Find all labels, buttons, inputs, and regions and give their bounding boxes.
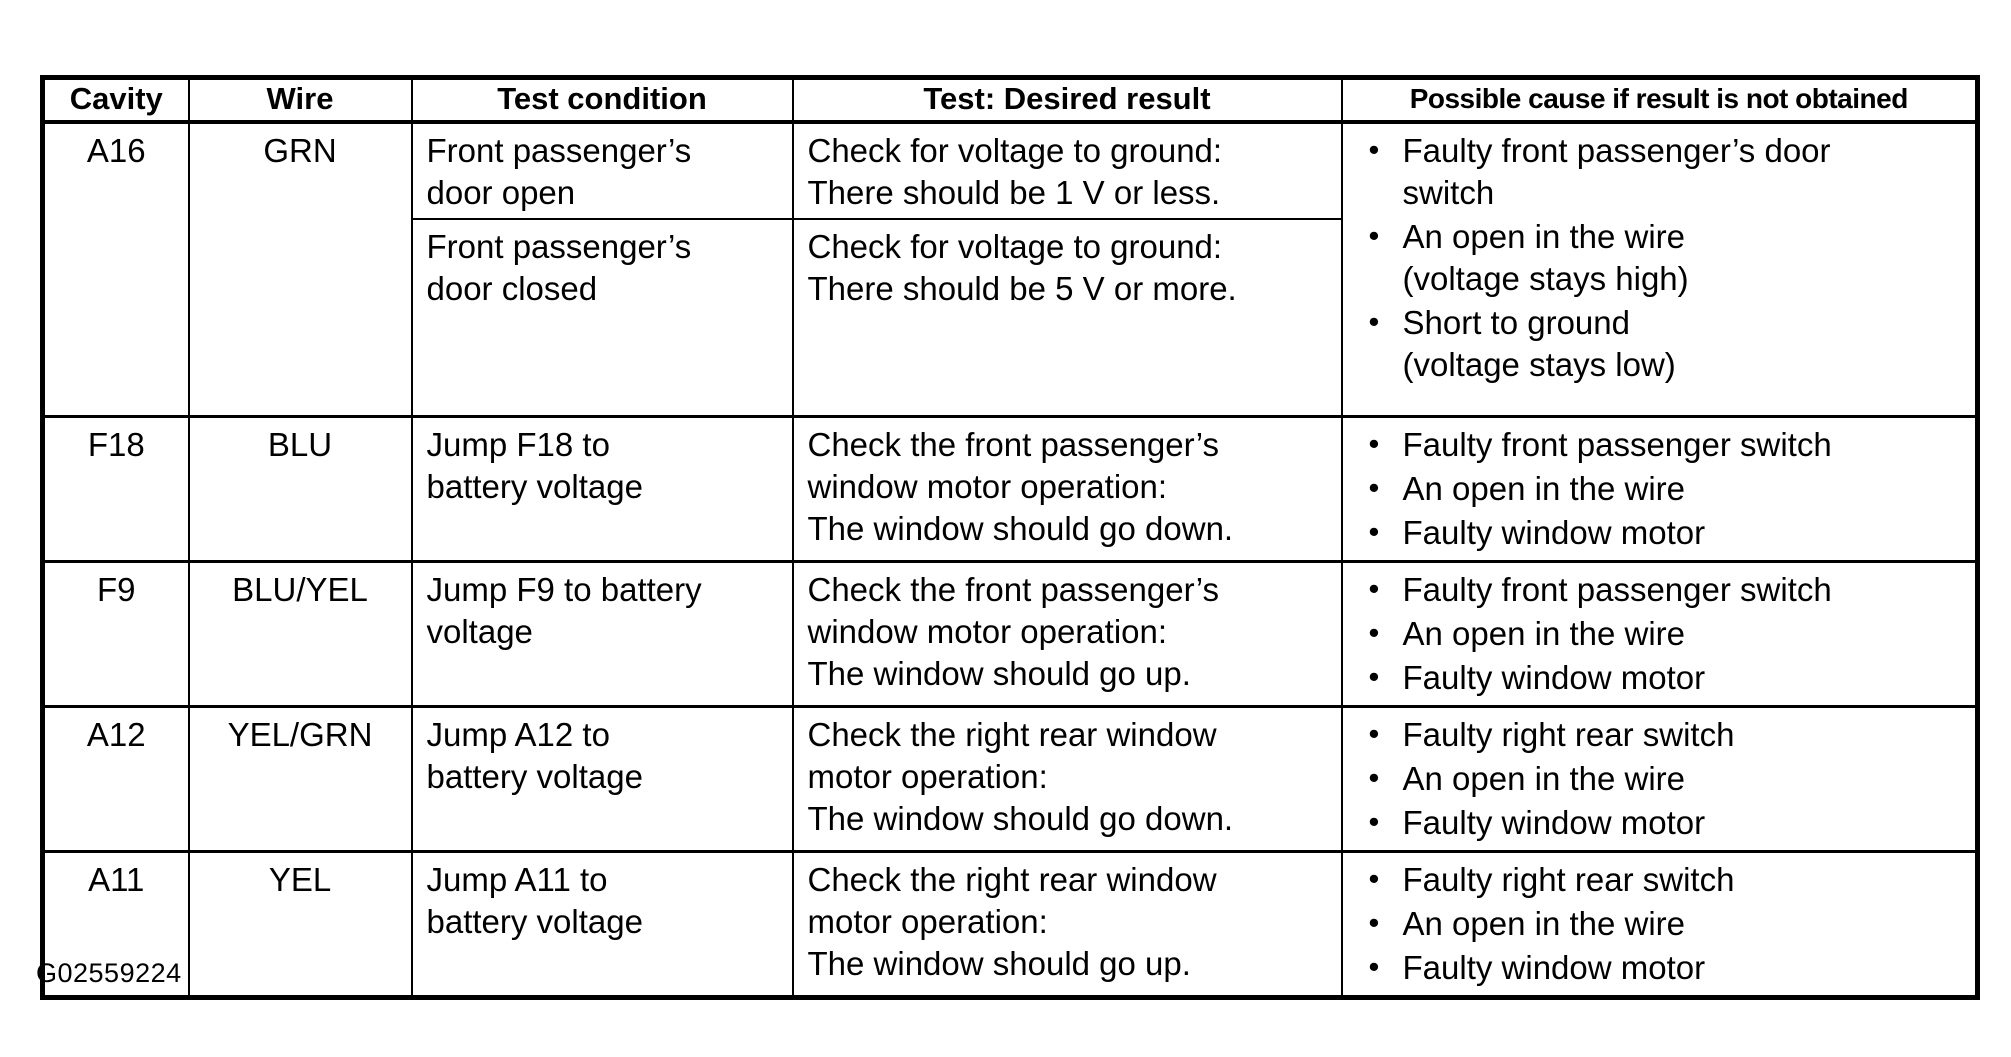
table-header-row: Cavity Wire Test condition Test: Desired… xyxy=(41,76,1979,124)
cause-item: An open in the wire xyxy=(1343,757,1970,800)
cavity-cell: A16 xyxy=(41,121,190,417)
test-condition-cell: Front passenger’s door closed xyxy=(410,218,794,417)
cause-item: Short to ground (voltage stays low) xyxy=(1343,301,1970,386)
possible-causes-cell: Faulty front passenger’s door switch An … xyxy=(1340,121,1979,417)
table-row-f9: F9 BLU/YEL Jump F9 to battery voltage Ch… xyxy=(41,559,1979,707)
test-condition-cell: Jump A12 to battery voltage xyxy=(410,704,794,852)
cause-list: Faulty front passenger switch An open in… xyxy=(1343,568,1970,699)
figure-id: G02559224 xyxy=(36,958,182,988)
cause-item: An open in the wire (voltage stays high) xyxy=(1343,215,1970,300)
desired-result-cell: Check the front passenger’s window motor… xyxy=(791,559,1343,707)
desired-result-cell: Check the right rear window motor operat… xyxy=(791,849,1343,998)
possible-causes-cell: Faulty front passenger switch An open in… xyxy=(1340,414,1979,562)
column-header-desired-result: Test: Desired result xyxy=(791,76,1343,124)
table-row-a16: A16 GRN Front passenger’s door open Chec… xyxy=(41,121,1979,417)
cavity-cell: A11 xyxy=(41,849,190,998)
cause-list: Faulty right rear switch An open in the … xyxy=(1343,713,1970,844)
diagnostic-table: Cavity Wire Test condition Test: Desired… xyxy=(40,75,1980,1000)
column-header-wire: Wire xyxy=(187,76,413,124)
cause-item: Faulty window motor xyxy=(1343,511,1970,554)
table-row-a12: A12 YEL/GRN Jump A12 to battery voltage … xyxy=(41,704,1979,852)
cause-item: Faulty front passenger switch xyxy=(1343,568,1970,611)
wire-cell: YEL xyxy=(187,849,413,998)
cause-item: An open in the wire xyxy=(1343,612,1970,655)
test-condition-cell: Jump F18 to battery voltage xyxy=(410,414,794,562)
cause-list: Faulty right rear switch An open in the … xyxy=(1343,858,1970,989)
table-subrow-a16-closed: Front passenger’s door closed Check for … xyxy=(43,218,1978,417)
table-row-f18: F18 BLU Jump F18 to battery voltage Chec… xyxy=(41,414,1979,562)
desired-result-cell: Check for voltage to ground: There shoul… xyxy=(791,121,1343,220)
column-header-test-condition: Test condition xyxy=(410,76,794,124)
cause-item: Faulty front passenger switch xyxy=(1343,423,1970,466)
cause-item: Faulty right rear switch xyxy=(1343,713,1970,756)
cause-item: Faulty front passenger’s door switch xyxy=(1343,129,1970,214)
possible-causes-cell: Faulty front passenger switch An open in… xyxy=(1340,559,1979,707)
wire-cell: GRN xyxy=(187,121,413,417)
cause-list: Faulty front passenger switch An open in… xyxy=(1343,423,1970,554)
cause-item: An open in the wire xyxy=(1343,467,1970,510)
cavity-cell: F9 xyxy=(41,559,190,707)
desired-result-cell: Check for voltage to ground: There shoul… xyxy=(791,218,1343,417)
cause-item: Faulty window motor xyxy=(1343,656,1970,699)
test-condition-cell: Jump A11 to battery voltage xyxy=(410,849,794,998)
table-row-a11: A11 YEL Jump A11 to battery voltage Chec… xyxy=(41,849,1979,998)
cause-list: Faulty front passenger’s door switch An … xyxy=(1343,129,1970,386)
possible-causes-cell: Faulty right rear switch An open in the … xyxy=(1340,849,1979,998)
cavity-cell: A12 xyxy=(41,704,190,852)
wire-cell: BLU xyxy=(187,414,413,562)
cause-item: An open in the wire xyxy=(1343,902,1970,945)
desired-result-cell: Check the right rear window motor operat… xyxy=(791,704,1343,852)
test-condition-cell: Front passenger’s door open xyxy=(410,121,794,220)
wire-cell: YEL/GRN xyxy=(187,704,413,852)
cause-item: Faulty window motor xyxy=(1343,801,1970,844)
cause-item: Faulty right rear switch xyxy=(1343,858,1970,901)
column-header-cavity: Cavity xyxy=(41,76,190,124)
cause-item: Faulty window motor xyxy=(1343,946,1970,989)
test-condition-cell: Jump F9 to battery voltage xyxy=(410,559,794,707)
desired-result-cell: Check the front passenger’s window motor… xyxy=(791,414,1343,562)
possible-causes-cell: Faulty right rear switch An open in the … xyxy=(1340,704,1979,852)
wire-cell: BLU/YEL xyxy=(187,559,413,707)
cavity-cell: F18 xyxy=(41,414,190,562)
column-header-possible-cause: Possible cause if result is not obtained xyxy=(1340,76,1979,124)
